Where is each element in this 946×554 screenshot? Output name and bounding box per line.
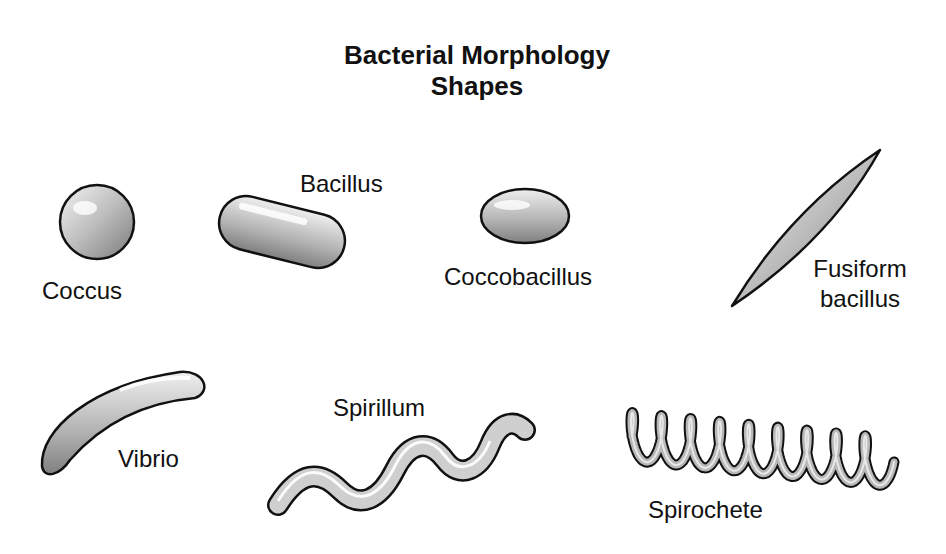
coil-stroke [631,413,894,486]
shape-label: Fusiform bacillus [800,254,920,314]
shape-label: Coccobacillus [444,262,592,292]
shape-label: Bacillus [300,169,383,199]
shape-label: Vibrio [118,444,179,474]
shape-label: Spirillum [333,393,425,423]
vibrio-shape [42,372,204,474]
highlight [73,201,97,215]
bacillus-shape [213,190,350,273]
diagram-title: Bacterial Morphology Shapes [332,40,622,102]
coil-stroke [631,413,894,486]
spirochete-shape [631,413,894,486]
fusiform-shape [732,150,880,306]
shape-label: Coccus [42,276,122,306]
shape-label: Spirochete [648,495,763,525]
highlight [494,200,530,210]
coil-stroke [631,413,894,486]
highlight [120,378,190,390]
spirillum-shape [278,424,525,505]
coccus-shape [60,185,134,259]
coccobacillus-shape [481,189,569,243]
